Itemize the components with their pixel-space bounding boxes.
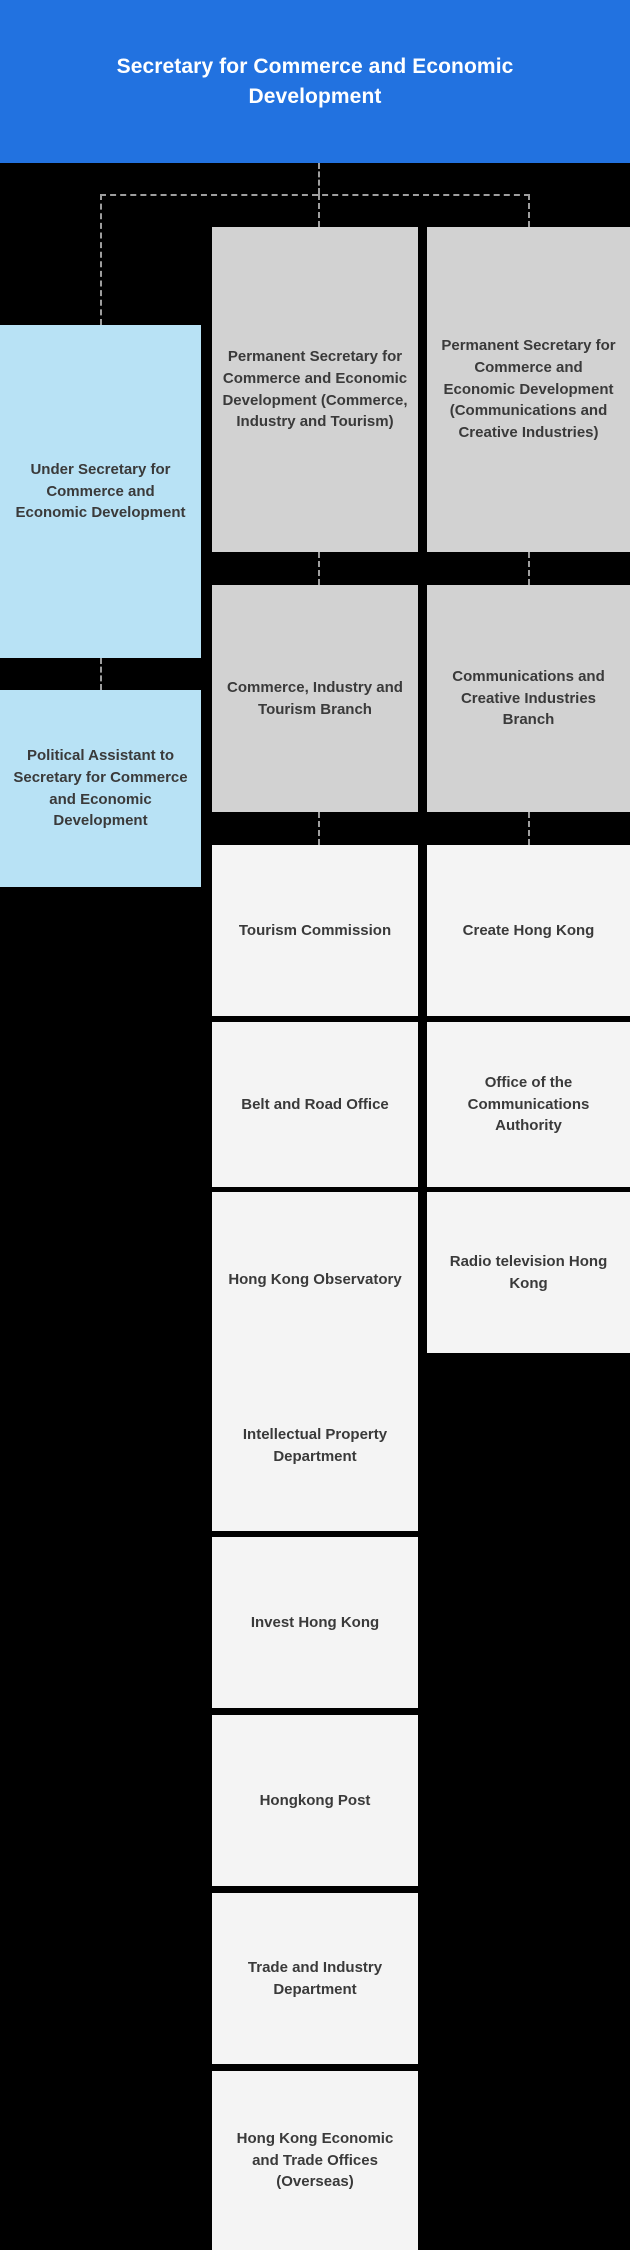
connector-root-stem	[318, 163, 320, 194]
node-hongkong-post[interactable]: Hongkong Post	[212, 1715, 418, 1886]
node-invest-hong-kong[interactable]: Invest Hong Kong	[212, 1537, 418, 1708]
node-label: Permanent Secretary for Commerce and Eco…	[222, 348, 408, 431]
node-label: Hong Kong Economic and Trade Offices (Ov…	[236, 2129, 394, 2191]
node-permanent-secretary-commerce[interactable]: Permanent Secretary for Commerce and Eco…	[212, 227, 418, 552]
connector-left-col-1-to-2	[100, 658, 102, 690]
connector-middle-1-to-2	[318, 552, 320, 585]
node-political-assistant[interactable]: Political Assistant to Secretary for Com…	[0, 690, 201, 887]
node-label: Communications and Creative Industries B…	[452, 667, 605, 729]
node-under-secretary[interactable]: Under Secretary for Commerce and Economi…	[0, 325, 201, 658]
node-label: Hongkong Post	[259, 1791, 371, 1809]
node-trade-and-industry-department[interactable]: Trade and Industry Department	[212, 1893, 418, 2064]
node-label: Under Secretary for Commerce and Economi…	[15, 460, 186, 522]
node-label: Belt and Road Office	[241, 1095, 389, 1113]
node-label: Office of the Communications Authority	[467, 1073, 590, 1135]
node-label: Create Hong Kong	[462, 921, 595, 939]
node-communications-creative-industries-branch[interactable]: Communications and Creative Industries B…	[427, 585, 630, 812]
node-label: Political Assistant to Secretary for Com…	[13, 747, 188, 830]
connector-branch-middle	[318, 194, 320, 227]
connector-branch-left	[100, 194, 102, 325]
node-intellectual-property-department[interactable]: Intellectual Property Department	[212, 1360, 418, 1531]
node-label: Intellectual Property Department	[242, 1425, 388, 1465]
connector-branch-right	[528, 194, 530, 227]
node-label: Tourism Commission	[238, 921, 392, 939]
node-belt-and-road-office[interactable]: Belt and Road Office	[212, 1022, 418, 1187]
chart-header-banner: Secretary for Commerce and Economic Deve…	[0, 0, 630, 163]
node-tourism-commission[interactable]: Tourism Commission	[212, 845, 418, 1016]
node-office-communications-authority[interactable]: Office of the Communications Authority	[427, 1022, 630, 1187]
node-hong-kong-observatory[interactable]: Hong Kong Observatory	[212, 1192, 418, 1367]
page-title: Secretary for Commerce and Economic Deve…	[116, 54, 514, 108]
node-create-hong-kong[interactable]: Create Hong Kong	[427, 845, 630, 1016]
connector-middle-2-to-3	[318, 812, 320, 845]
node-label: Permanent Secretary for Commerce and Eco…	[441, 337, 616, 442]
node-label: Invest Hong Kong	[250, 1613, 380, 1631]
node-commerce-industry-tourism-branch[interactable]: Commerce, Industry and Tourism Branch	[212, 585, 418, 812]
node-label: Commerce, Industry and Tourism Branch	[227, 678, 403, 718]
connector-right-1-to-2	[528, 552, 530, 585]
node-label: Trade and Industry Department	[247, 1958, 383, 1998]
node-rthk[interactable]: Radio television Hong Kong	[427, 1192, 630, 1353]
node-label: Hong Kong Observatory	[228, 1270, 402, 1288]
node-label: Radio television Hong Kong	[449, 1252, 608, 1292]
connector-horizontal-bus	[100, 194, 530, 196]
connector-right-2-to-3	[528, 812, 530, 845]
node-hketo-overseas[interactable]: Hong Kong Economic and Trade Offices (Ov…	[212, 2071, 418, 2250]
node-permanent-secretary-communications[interactable]: Permanent Secretary for Commerce and Eco…	[427, 227, 630, 552]
